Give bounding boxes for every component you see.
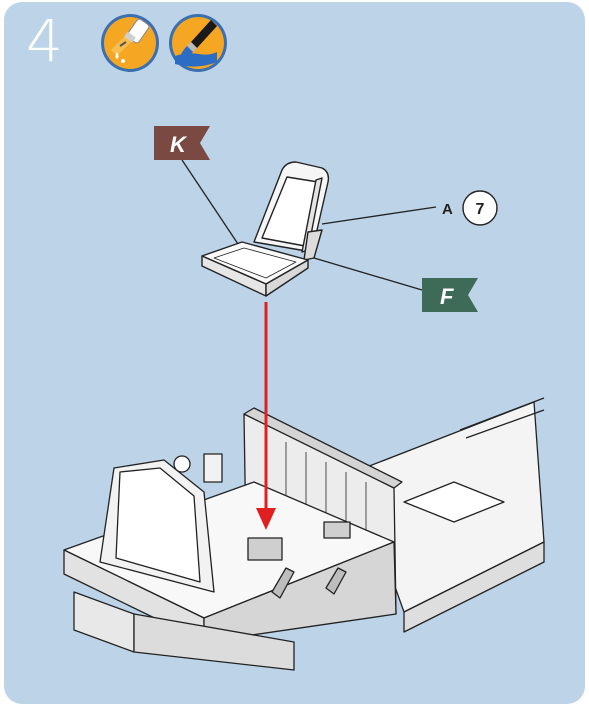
assembly-arrow — [256, 302, 276, 530]
assembly-illustration: K A 7 F — [63, 126, 545, 671]
flag-f-label: F — [440, 284, 454, 309]
part-number-callout: 7 — [462, 190, 498, 226]
flag-k-label: K — [170, 132, 188, 157]
step-number: 4 — [26, 7, 63, 75]
paint-callout-flag-f: F — [422, 278, 478, 312]
glue-drop-icon — [101, 14, 159, 72]
paint-callout-flag-k: K — [154, 126, 210, 160]
part-number: 7 — [476, 201, 485, 218]
pilot-seat — [201, 161, 330, 297]
instruction-panel: 4 K — [4, 2, 585, 704]
paintbrush-icon — [169, 14, 227, 72]
cockpit-tub — [63, 397, 545, 671]
part-letter: A — [442, 201, 453, 218]
